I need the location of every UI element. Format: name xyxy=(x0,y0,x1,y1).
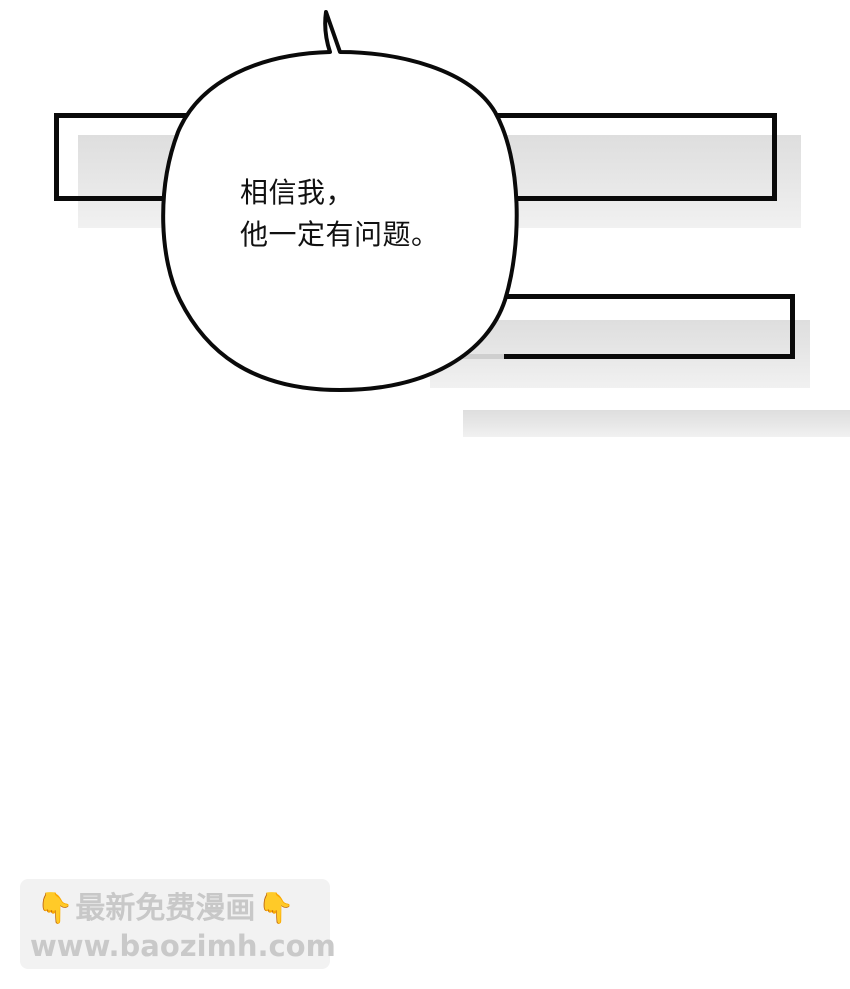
watermark-badge[interactable]: 👇 最新免费漫画 👇 www.baozimh.com xyxy=(20,879,336,969)
speech-line-2: 他一定有问题。 xyxy=(240,218,440,251)
watermark-url[interactable]: www.baozimh.com xyxy=(30,929,336,963)
speech-bubble-text: 相信我， 他一定有问题。 xyxy=(240,172,440,256)
watermark-title: 最新免费漫画 xyxy=(75,891,256,926)
shade-block-bottom xyxy=(463,410,850,437)
watermark-title-row: 👇 最新免费漫画 👇 xyxy=(36,891,295,927)
pointing-down-icon-right: 👇 xyxy=(257,891,295,926)
pointing-down-icon: 👇 xyxy=(36,891,74,926)
speech-bubble-outline xyxy=(161,10,519,392)
speech-line-1: 相信我， xyxy=(240,176,355,209)
